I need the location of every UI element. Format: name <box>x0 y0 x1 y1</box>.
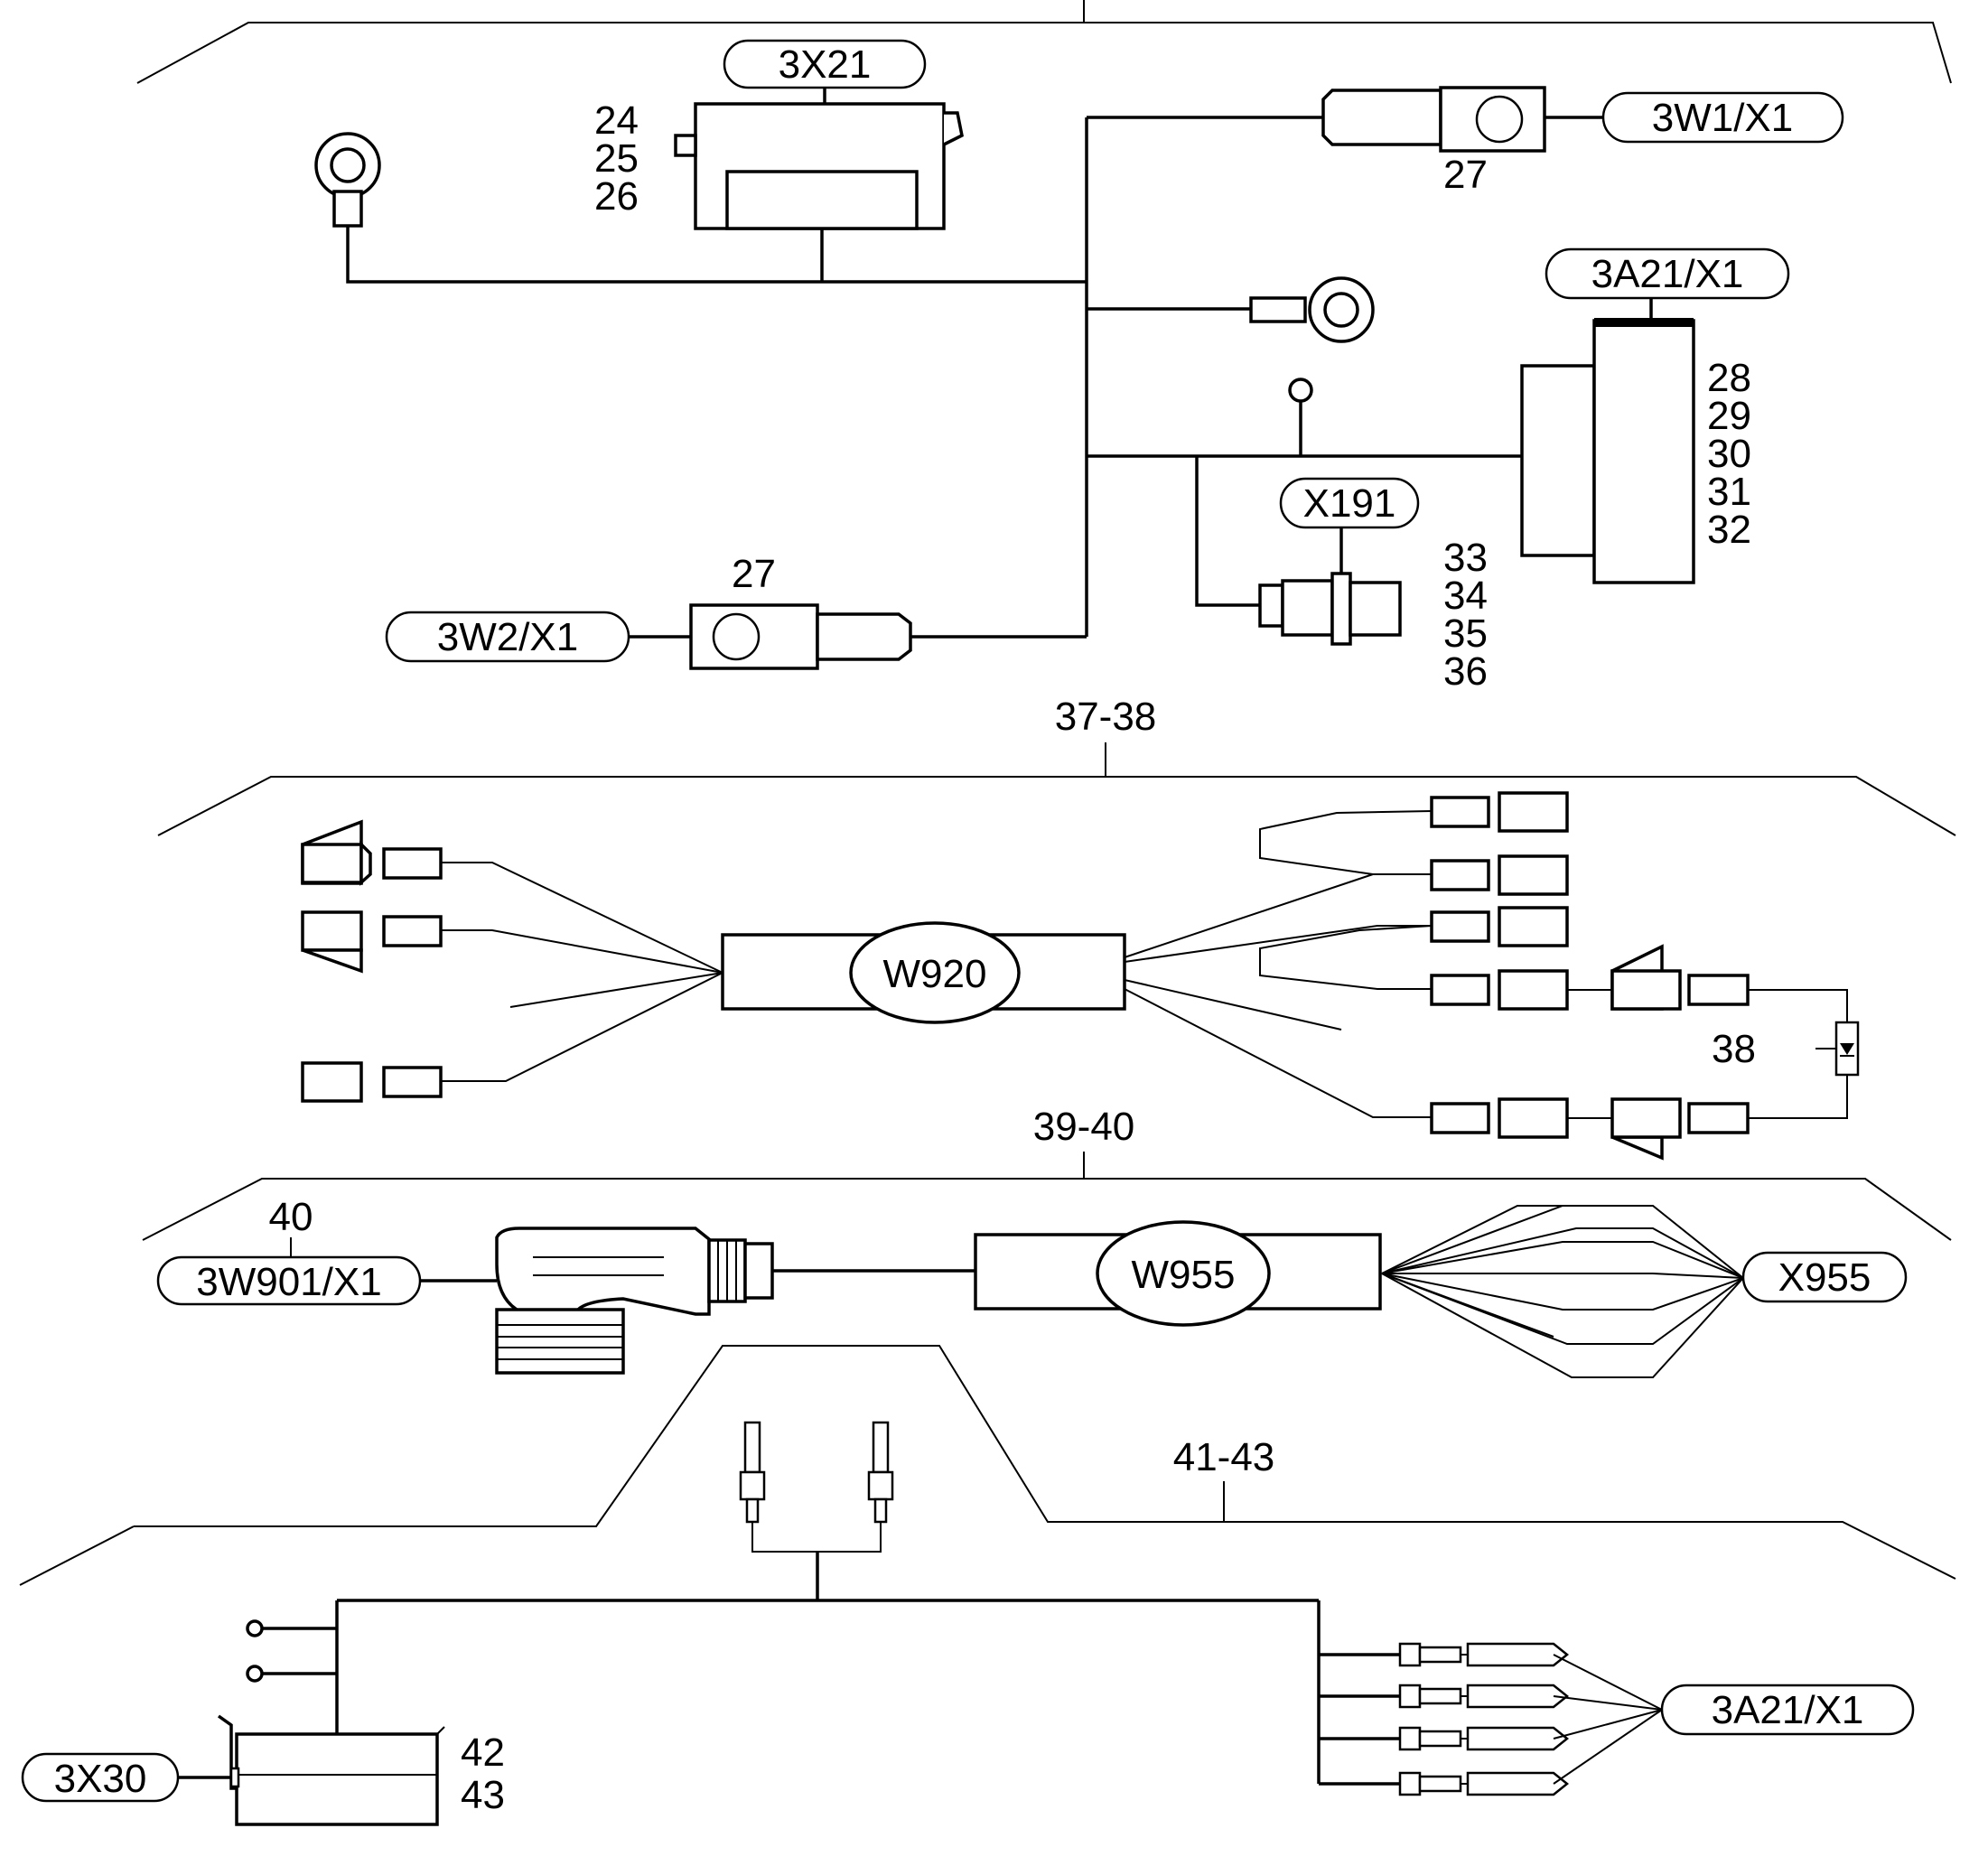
label-3W2-X1-text: 3W2/X1 <box>437 615 579 659</box>
label-3A21-X1-bottom-text: 3A21/X1 <box>1712 1688 1864 1732</box>
W920-right-terminal-4 <box>1430 944 1750 1011</box>
label-3W2-X1: 3W2/X1 <box>385 611 630 663</box>
item-24: 24 <box>594 98 639 143</box>
item-36: 36 <box>1443 649 1488 694</box>
item-29: 29 <box>1707 394 1751 438</box>
item-39-40: 39-40 <box>1033 1105 1135 1149</box>
item-38: 38 <box>1712 1027 1756 1071</box>
item-37-38: 37-38 <box>1055 695 1157 739</box>
label-3W901-X1-text: 3W901/X1 <box>196 1260 381 1304</box>
item-42: 42 <box>461 1730 505 1775</box>
label-3W1-X1-text: 3W1/X1 <box>1652 96 1794 140</box>
pin-terminal-row-3 <box>1398 1726 1570 1751</box>
label-3X30: 3X30 <box>21 1752 180 1803</box>
W955-fanout-wires <box>1381 1205 1744 1378</box>
connector-X191 <box>1258 524 1402 646</box>
section-1-frame <box>136 0 1952 84</box>
pin-terminal-row-1 <box>1398 1642 1570 1667</box>
ring-terminal-left <box>314 132 381 228</box>
label-X191: X191 <box>1279 477 1420 529</box>
item-43: 43 <box>461 1773 505 1817</box>
label-3A21-X1-bottom: 3A21/X1 <box>1660 1684 1915 1736</box>
connector-3X21 <box>674 72 964 230</box>
item-27-top: 27 <box>1443 153 1488 197</box>
item-32: 32 <box>1707 508 1751 552</box>
item-30: 30 <box>1707 432 1751 476</box>
section-4-frame <box>19 1345 1956 1586</box>
pin-end-1 <box>246 1619 264 1637</box>
connector-3W901-X1-plug <box>495 1227 975 1375</box>
section-3-frame <box>142 1152 1952 1241</box>
leaders-3A21-X1-bottom <box>1553 1654 1663 1785</box>
pin-terminal-left <box>739 1421 766 1544</box>
item-28: 28 <box>1707 356 1751 400</box>
label-3W901-X1: 3W901/X1 <box>156 1255 422 1306</box>
item-33: 33 <box>1443 536 1488 580</box>
pin-terminal-right <box>867 1421 894 1544</box>
connector-3A21-X1-top <box>1520 296 1695 584</box>
W920-left-terminal-2 <box>301 910 443 974</box>
W920-right-terminal-5 <box>1430 1097 1750 1161</box>
label-3X30-text: 3X30 <box>54 1757 147 1801</box>
label-W955: W955 <box>1132 1253 1236 1297</box>
ring-terminal-right <box>1249 276 1375 343</box>
pin-end-2 <box>246 1665 264 1683</box>
item-27-bottom: 27 <box>732 552 776 596</box>
W920-left-terminal-1 <box>301 819 443 886</box>
pin-terminal-row-4 <box>1398 1771 1570 1796</box>
item-25: 25 <box>594 136 639 181</box>
harness-W955 <box>974 1220 1382 1327</box>
label-W920: W920 <box>883 952 987 996</box>
section-4-wires <box>262 1544 1400 1786</box>
W920-right-wires <box>1124 810 1433 1118</box>
pin-terminal-row-2 <box>1398 1684 1570 1709</box>
label-X955-text: X955 <box>1778 1255 1871 1300</box>
label-X955: X955 <box>1741 1251 1908 1303</box>
probe-pin <box>1288 378 1313 403</box>
label-3A21-X1-top-text: 3A21/X1 <box>1591 252 1744 296</box>
W920-left-wires <box>441 862 723 1082</box>
W920-right-terminal-3 <box>1430 906 1569 947</box>
connector-3X30 <box>177 1714 445 1826</box>
label-3X21-text: 3X21 <box>779 42 872 87</box>
label-3A21-X1-top: 3A21/X1 <box>1545 247 1790 300</box>
label-3X21: 3X21 <box>723 39 927 89</box>
section-2-frame <box>157 742 1956 836</box>
W920-left-terminal-3 <box>301 1061 443 1103</box>
item-40: 40 <box>269 1195 313 1239</box>
item-35: 35 <box>1443 611 1488 656</box>
label-X191-text: X191 <box>1303 481 1396 526</box>
item-41-43: 41-43 <box>1173 1435 1275 1479</box>
W920-right-terminal-1 <box>1430 791 1569 833</box>
item-34: 34 <box>1443 574 1488 618</box>
item-26: 26 <box>594 174 639 219</box>
diode-38 <box>1748 989 1860 1119</box>
connector-3W2-X1 <box>628 603 912 670</box>
item-31: 31 <box>1707 470 1751 514</box>
W920-right-terminal-2 <box>1430 854 1569 896</box>
label-3W1-X1: 3W1/X1 <box>1601 91 1844 144</box>
section-1-wires <box>346 116 1522 639</box>
connector-3W1-X1 <box>1321 86 1603 153</box>
harness-W920 <box>721 921 1126 1024</box>
